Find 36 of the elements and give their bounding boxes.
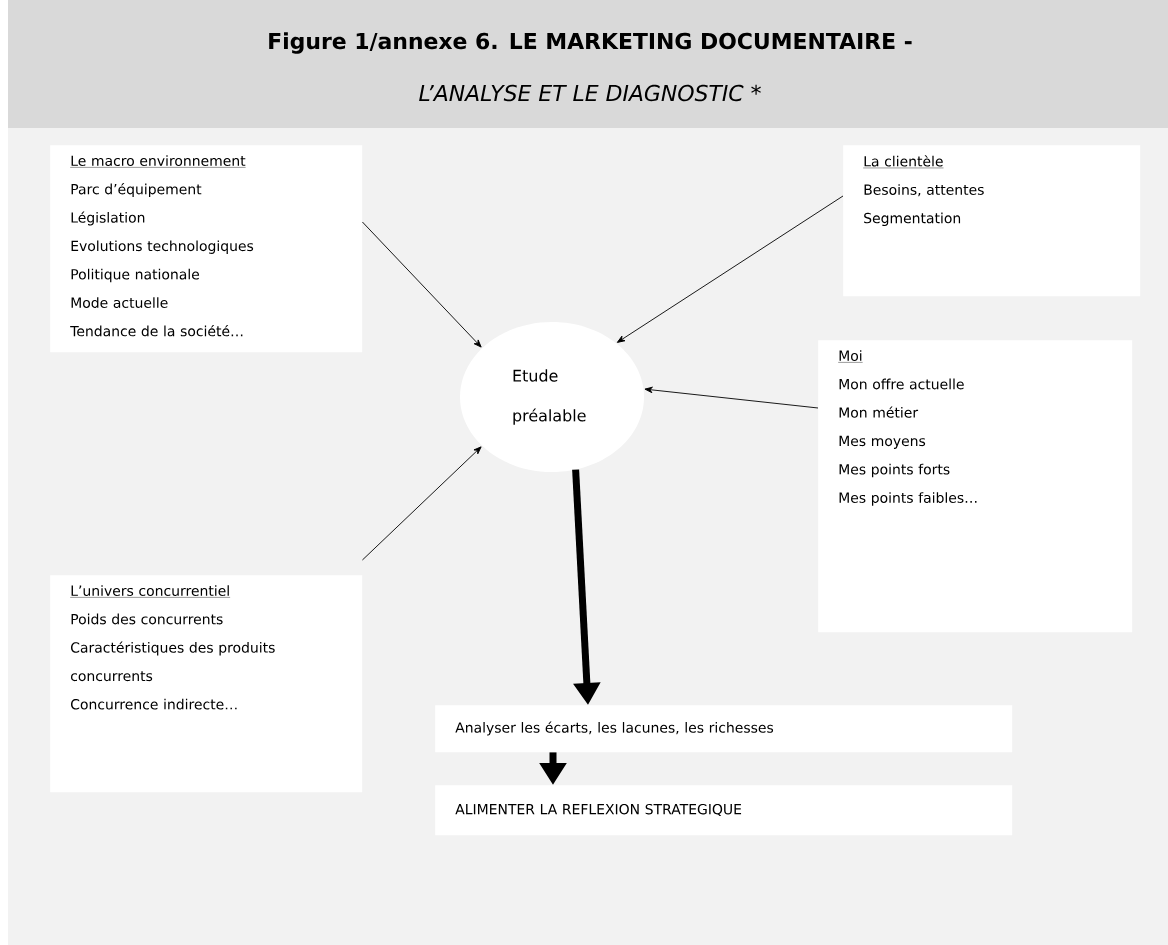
list-item: Poids des concurrents [71,613,223,625]
list-item: Parc d’équipement [71,183,202,198]
text-box [843,145,1141,297]
arrow [361,446,482,561]
heading: Moi [838,350,863,363]
subtitle: L’ANALYSE ET LE DIAGNOSTIC * [419,84,761,102]
heading: La clientèle [863,155,944,169]
text-box [50,145,363,353]
arrow [644,386,819,409]
heading: L’univers concurrentiel [70,585,231,598]
list-item: Caractéristiques des produits concurrents [70,641,275,682]
text-box [50,575,363,793]
study-ellipse [460,322,644,472]
list-item: Evolutions technologiques [71,240,254,254]
list-item: Mon offre actuelle [839,378,964,390]
text-box [818,340,1133,633]
text-box [435,705,1013,753]
list-item: ALIMENTER LA REFLEXION STRATEGIQUE [455,803,742,817]
list-item: Analyser les écarts, les lacunes, les richesses [455,721,774,736]
heading: Le macro environnement [70,155,246,168]
list-item: Etude préalable [513,369,586,425]
title: Figure 1/annexe 6. LE MARKETING DOCUMENTAIRE - [269,32,912,54]
list-item: Mes points forts [839,463,950,478]
list-item: Mode actuelle [71,297,168,308]
list-item: Mes points faibles… [839,492,977,506]
list-item: Mes moyens [839,435,926,449]
list-item: Segmentation [864,212,961,227]
text-box [435,785,1013,836]
list-item: Législation [71,211,145,226]
list-item: Politique nationale [71,268,200,283]
arrow [361,221,482,348]
list-item: Concurrence indirecte… [71,698,237,710]
list-item: Mon métier [839,406,919,418]
list-item: Besoins, attentes [864,184,984,197]
arrow [616,195,844,343]
list-item: Tendance de la société… [70,325,243,337]
